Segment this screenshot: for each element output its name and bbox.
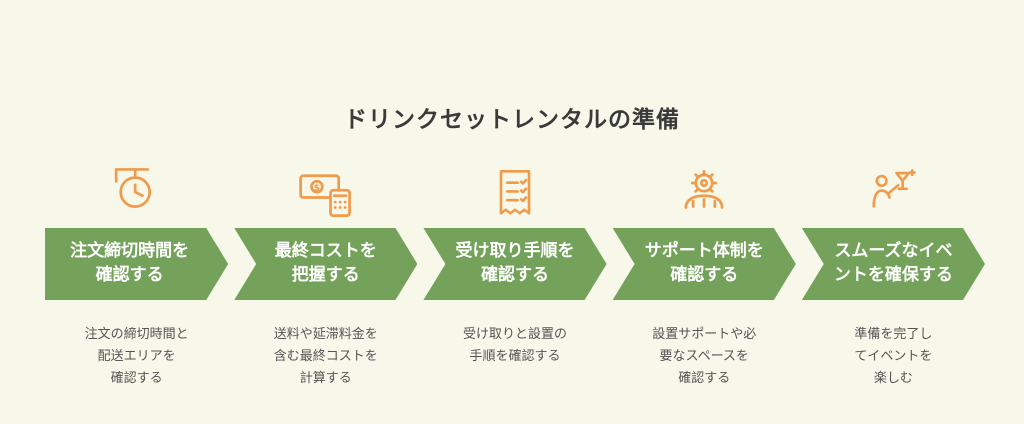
step-3: 受け取り手順を 確認する 受け取りと設置の 手順を確認する: [423, 160, 606, 390]
step-4: サポート体制を 確認する 設置サポートや必 要なスペースを 確認する: [613, 160, 796, 390]
step-arrow-1: 注文締切時間を 確認する: [45, 228, 228, 300]
hanging-clock-icon: [114, 168, 151, 208]
step-description-4: 設置サポートや必 要なスペースを 確認する: [652, 327, 757, 387]
step-description-3: 受け取りと設置の 手順を確認する: [463, 327, 568, 365]
step-arrow-2: 最終コストを 把握する: [234, 228, 417, 300]
banknote-calculator-icon: $: [299, 174, 351, 218]
step-description-5: 準備を完了し てイベントを 楽しむ: [854, 327, 933, 387]
step-arrow-5: スムーズなイベ ントを確保する: [802, 228, 985, 300]
gear-support-icon: [684, 169, 724, 209]
person-toast-icon: [872, 169, 917, 208]
step-5: スムーズなイベ ントを確保する 準備を完了し てイベントを 楽しむ: [802, 160, 985, 390]
page-title: ドリンクセットレンタルの準備: [344, 107, 680, 133]
process-steps: 注文締切時間を 確認する 注文の締切時間と 配送エリアを 確認する $ 最終コス…: [45, 160, 985, 390]
receipt-checklist-icon: [499, 169, 531, 215]
step-1: 注文締切時間を 確認する 注文の締切時間と 配送エリアを 確認する: [45, 160, 228, 390]
step-2: $ 最終コストを 把握する 送料や延滞料金を 含む最終コストを 計算する: [234, 160, 417, 390]
step-arrow-3: 受け取り手順を 確認する: [423, 228, 606, 300]
svg-text:$: $: [314, 183, 320, 193]
step-description-2: 送料や延滞料金を 含む最終コストを 計算する: [273, 327, 378, 387]
step-arrow-4: サポート体制を 確認する: [613, 228, 796, 300]
step-description-1: 注文の締切時間と 配送エリアを 確認する: [84, 327, 189, 387]
